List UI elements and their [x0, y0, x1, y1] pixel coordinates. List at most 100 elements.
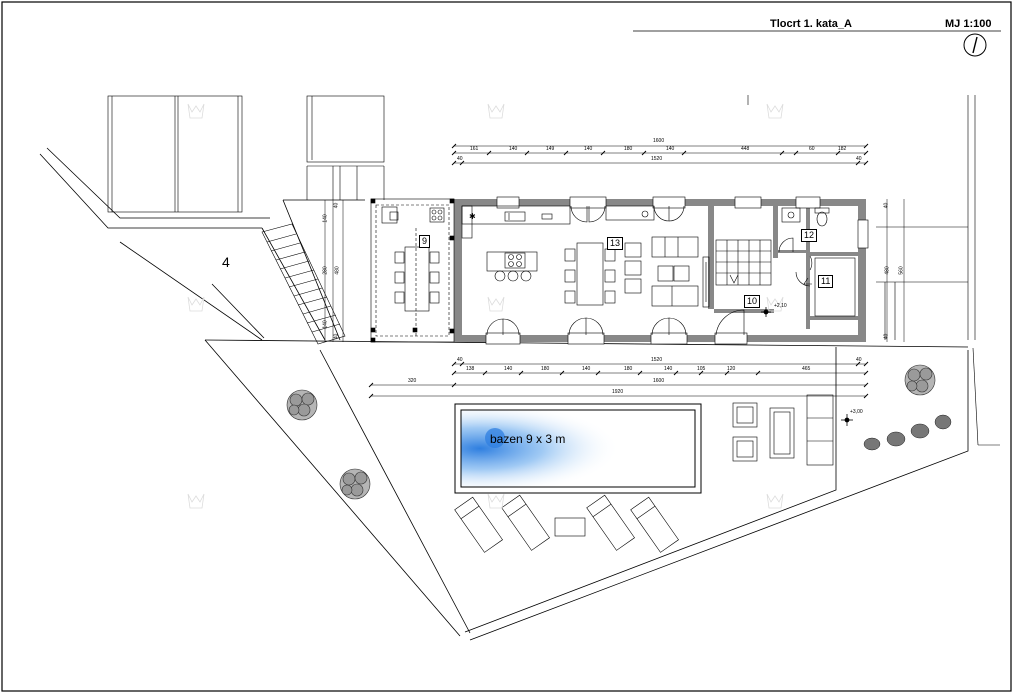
dimension-lines	[324, 145, 905, 397]
dimension-tick	[451, 361, 457, 367]
dim-text: 320	[408, 378, 417, 384]
dim-text: 40	[856, 357, 862, 363]
dimension-tick	[863, 361, 869, 367]
stair-icon	[261, 223, 346, 345]
dimension-tick	[459, 361, 465, 367]
dim-text-vertical: 480	[334, 266, 341, 275]
kitchen: ✱	[461, 205, 655, 239]
dimension-tick	[863, 143, 869, 149]
dimension-tick	[681, 150, 687, 156]
dimension-tick	[755, 370, 761, 376]
living-furniture	[624, 236, 710, 308]
elevation-label: +3,00	[850, 409, 863, 415]
dimension-tick	[459, 160, 465, 166]
dimension-tick	[482, 370, 488, 376]
dimension-tick	[641, 150, 647, 156]
dim-text: 161	[470, 146, 479, 152]
dim-text: 140	[509, 146, 518, 152]
dimension-tick	[863, 370, 869, 376]
pool-furniture	[554, 394, 834, 537]
dimension-tick	[863, 382, 869, 388]
dim-text: 40	[856, 156, 862, 162]
dim-text: 138	[466, 366, 475, 372]
dimension-tick	[451, 150, 457, 156]
dim-text: 140	[504, 366, 513, 372]
svg-text:✱: ✱	[469, 212, 476, 221]
dimension-tick	[724, 370, 730, 376]
dim-text-vertical: 140	[322, 214, 329, 223]
dim-text: 1520	[651, 156, 663, 162]
site-boundary-lines	[747, 95, 1000, 446]
dim-text-vertical: 140	[322, 320, 329, 329]
dimension-tick	[486, 150, 492, 156]
room-number-11: 11	[818, 275, 834, 288]
room-number-12: 12	[801, 229, 818, 242]
elevation-label: +2,10	[774, 303, 787, 309]
dimension-ticks	[368, 143, 869, 399]
room-number-9: 9	[419, 235, 431, 248]
dimension-tick	[698, 370, 704, 376]
dim-text: 105	[697, 366, 706, 372]
dim-text: 140	[582, 366, 591, 372]
site-outline	[39, 147, 969, 641]
dimension-tick	[559, 370, 565, 376]
dim-text: 140	[666, 146, 675, 152]
dimension-tick	[637, 370, 643, 376]
dimension-tick	[855, 160, 861, 166]
dim-text-vertical: 40	[333, 202, 340, 209]
dim-text: 1920	[612, 389, 624, 395]
section-label: 4	[222, 254, 230, 270]
dim-text: 180	[624, 146, 633, 152]
dim-text-vertical: 480	[884, 266, 891, 275]
dim-text-vertical: 280	[322, 266, 329, 275]
terrace-pergola	[370, 198, 455, 343]
pool	[454, 403, 702, 494]
dimension-tick	[451, 382, 457, 388]
sun-lounger-icon	[454, 494, 679, 553]
toilet-icon	[781, 207, 830, 227]
shrub-icon	[863, 414, 952, 451]
dimension-tick	[835, 150, 841, 156]
dimension-tick	[863, 393, 869, 399]
drawing-scale: MJ 1:100	[945, 18, 992, 30]
dimension-tick	[563, 150, 569, 156]
dimension-tick	[595, 370, 601, 376]
dimension-tick	[863, 150, 869, 156]
dimension-tick	[673, 370, 679, 376]
dimension-tick	[451, 370, 457, 376]
dimension-tick	[855, 361, 861, 367]
dim-text: 60	[809, 146, 815, 152]
dim-text: 40	[457, 156, 463, 162]
dim-text: 120	[727, 366, 736, 372]
dimension-tick	[863, 160, 869, 166]
dimension-tick	[368, 382, 374, 388]
dim-text: 182	[838, 146, 847, 152]
dimension-tick	[524, 150, 530, 156]
dim-text-vertical: 40	[883, 202, 890, 209]
dim-text: 40	[457, 357, 463, 363]
wall-openings	[485, 196, 869, 345]
dimension-tick	[451, 160, 457, 166]
dim-text: 149	[546, 146, 555, 152]
section-leader-line	[211, 283, 265, 339]
room-number-10: 10	[744, 295, 761, 308]
dimension-tick	[368, 393, 374, 399]
dim-text-vertical: 40	[883, 333, 890, 340]
stove-icon	[486, 251, 538, 282]
dim-text: 140	[664, 366, 673, 372]
watermark-logo	[187, 103, 784, 509]
door-swing-icon	[486, 205, 813, 336]
dimension-tick	[600, 150, 606, 156]
dim-text: 180	[541, 366, 550, 372]
dining-table	[564, 242, 616, 306]
dim-text-vertical: 40	[333, 333, 340, 340]
tree-icon	[286, 364, 936, 500]
dimension-tick	[793, 150, 799, 156]
dimension-tick	[518, 370, 524, 376]
elevation-marker-icon	[761, 307, 853, 426]
drawing-title: Tlocrt 1. kata_A	[770, 18, 852, 30]
dim-text-vertical: 560	[898, 266, 905, 275]
dim-text: 180	[624, 366, 633, 372]
